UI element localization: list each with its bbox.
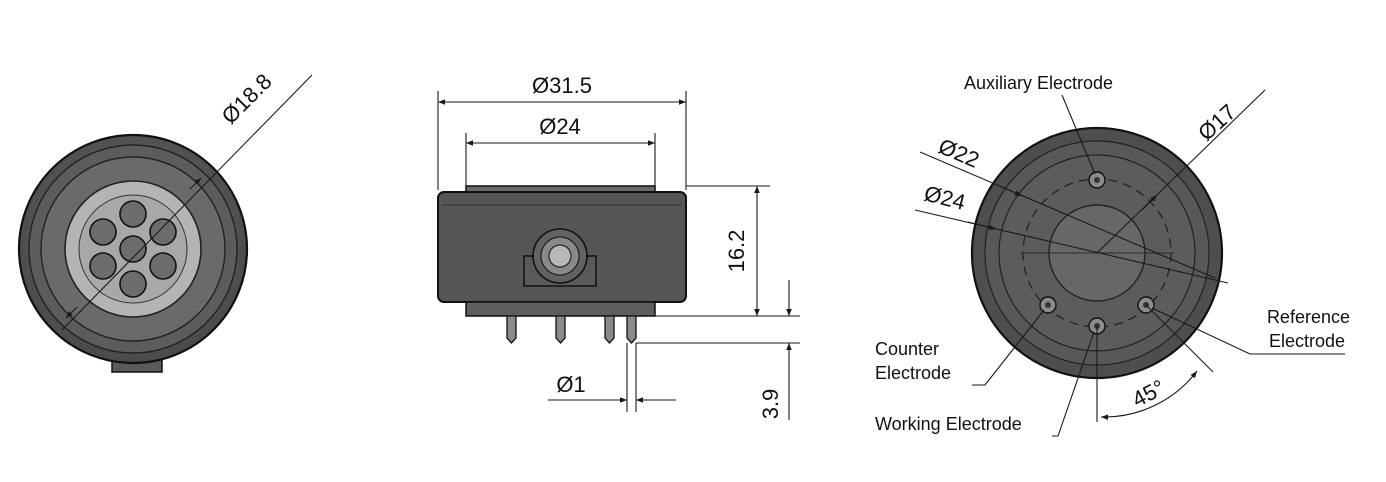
working-electrode-label: Working Electrode	[875, 414, 1022, 434]
working-leader	[1052, 331, 1095, 437]
auxiliary-leader	[1061, 94, 1096, 175]
side-view-pins	[506, 315, 637, 344]
pin-diameter-label: Ø1	[556, 372, 585, 397]
auxiliary-electrode-label: Auxiliary Electrode	[964, 73, 1113, 93]
side-view-vent-hole	[548, 244, 572, 268]
pin	[604, 315, 615, 344]
side-view-base-plate	[465, 301, 656, 317]
height-label: 16.2	[724, 230, 749, 273]
angle-arc	[1100, 370, 1198, 420]
d17-dim-line	[1096, 89, 1266, 254]
d24-arrow	[967, 221, 997, 231]
d22-label: Ø22	[935, 133, 983, 172]
d24-label: Ø24	[922, 181, 968, 215]
front-view-diameter-line	[61, 74, 313, 331]
gas-hole	[119, 235, 147, 263]
gas-hole	[89, 252, 117, 280]
d17-label: Ø17	[1193, 99, 1241, 145]
d24-dim-line	[914, 209, 1229, 284]
side-view: Ø31.5 Ø24 16.2 3.9	[437, 73, 800, 420]
d17-arrow	[1141, 194, 1158, 211]
counter-leader	[972, 309, 1045, 386]
gas-hole	[119, 200, 147, 228]
reference-leader	[1151, 307, 1345, 355]
reference-electrode-label-1: Reference	[1267, 307, 1350, 327]
pin	[506, 315, 517, 344]
gas-hole	[89, 218, 117, 246]
outer-diameter-label: Ø31.5	[532, 73, 592, 98]
d22-dim-line	[919, 151, 1216, 279]
pin	[626, 315, 637, 344]
gas-hole	[119, 270, 147, 298]
counter-electrode-label-1: Counter	[875, 339, 939, 359]
pin	[555, 315, 566, 344]
d22-arrow	[999, 185, 1023, 197]
front-view: Ø18.8	[17, 69, 313, 373]
gas-hole	[149, 218, 177, 246]
inner-diameter-label: Ø24	[539, 114, 581, 139]
front-view-diameter-arrow-a	[189, 177, 202, 190]
counter-electrode-label-2: Electrode	[875, 363, 951, 383]
pin-length-label: 3.9	[758, 389, 783, 420]
front-view-gas-holes	[89, 200, 177, 298]
front-view-diameter-arrow-b	[65, 306, 78, 319]
rear-view: Ø17 Ø22 Ø24 45° Auxiliary Electrode Coun…	[875, 73, 1350, 437]
angle-ref-line-diagonal	[1145, 304, 1214, 373]
angle-label: 45°	[1128, 375, 1169, 413]
gas-hole	[149, 252, 177, 280]
reference-electrode-label-2: Electrode	[1269, 331, 1345, 351]
